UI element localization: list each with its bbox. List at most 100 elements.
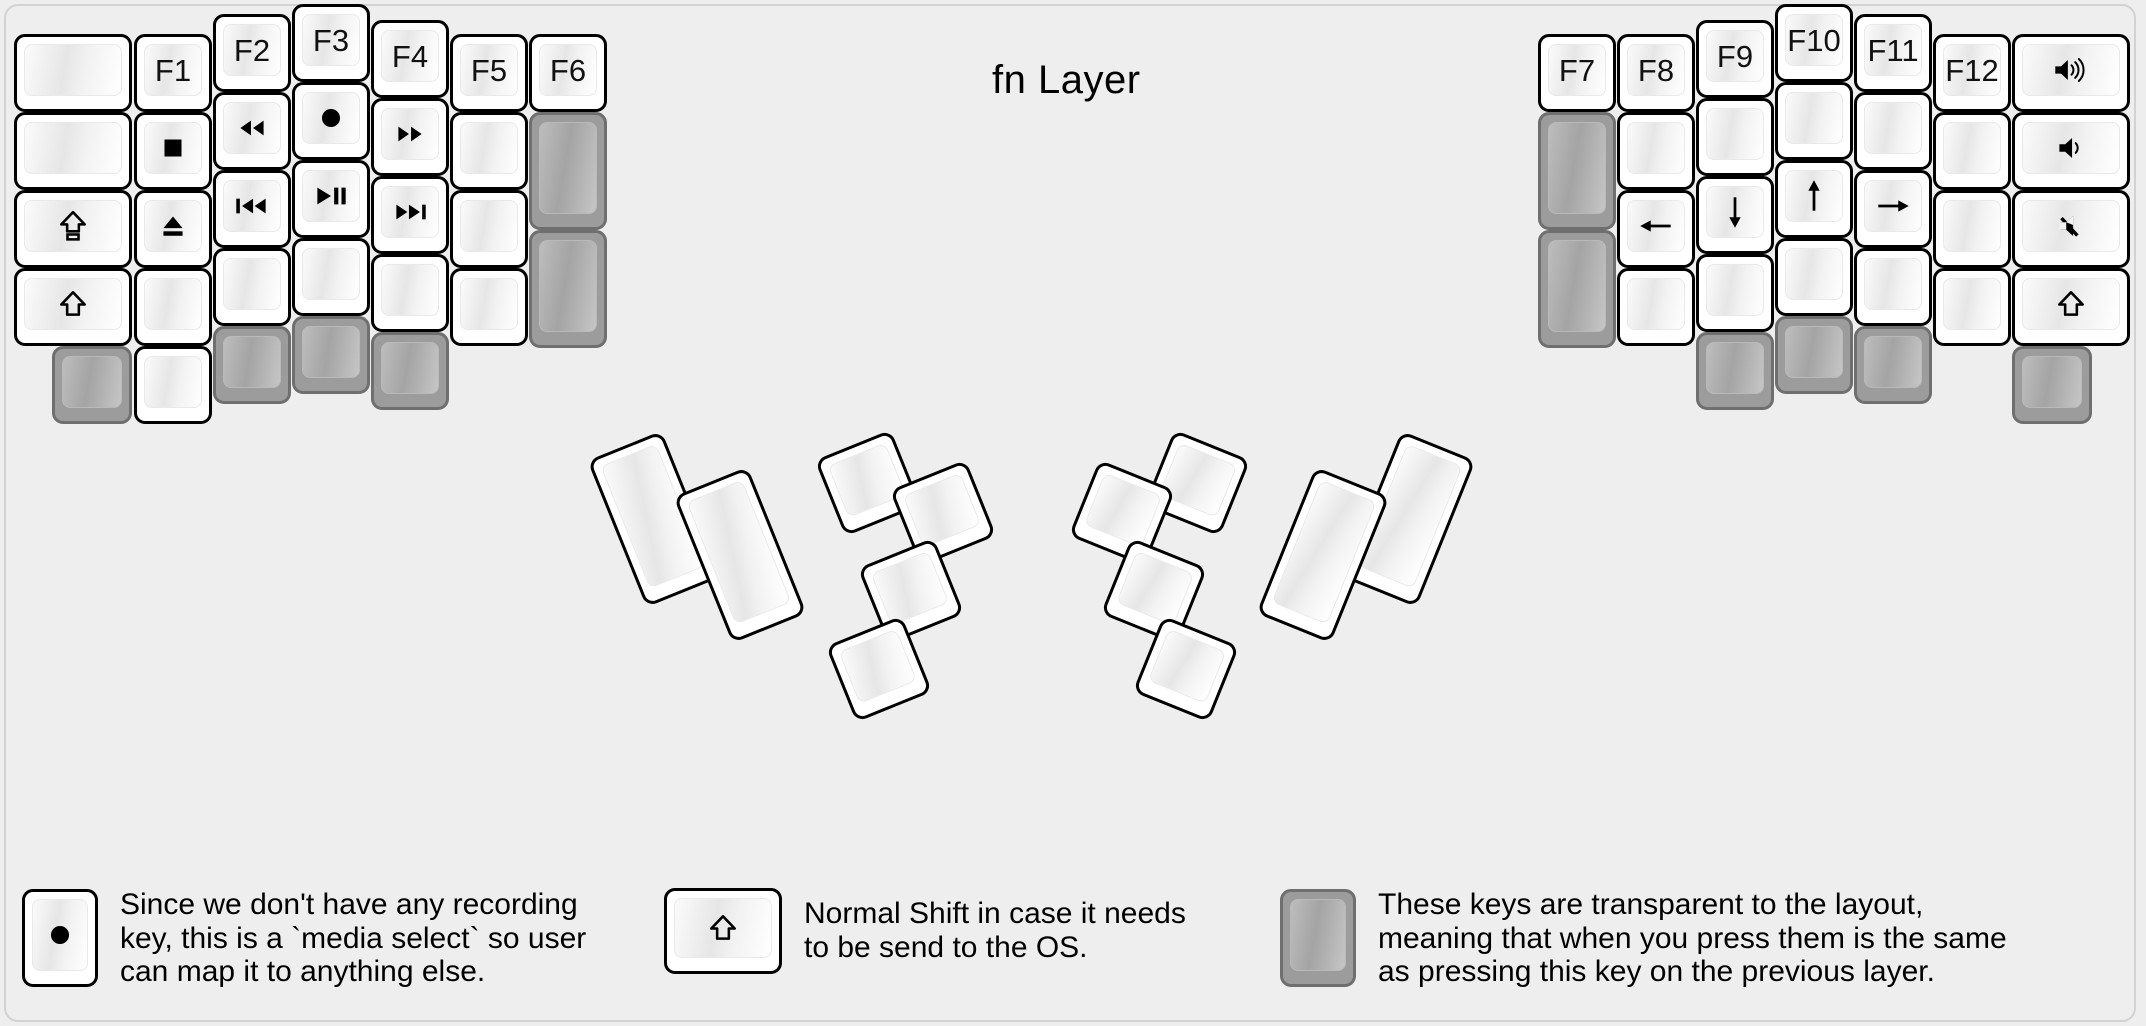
keycap-surface <box>1627 200 1685 252</box>
key-left-c1-r1[interactable] <box>134 112 212 190</box>
keycap-surface: F1 <box>144 44 202 96</box>
key-left-c2-r3[interactable] <box>213 248 291 326</box>
key-left-c4-r0[interactable]: F4 <box>371 20 449 98</box>
keycap-surface <box>1083 472 1163 548</box>
keycap-surface <box>1706 264 1764 316</box>
key-left-c5-r3[interactable] <box>450 268 528 346</box>
key-right-c4-r3[interactable] <box>1854 248 1932 326</box>
key-right-c2-r1[interactable] <box>1696 98 1774 176</box>
keycap-surface <box>1627 278 1685 330</box>
key-left-c6-r1-transparent[interactable] <box>529 112 607 230</box>
keycap-label <box>872 552 948 625</box>
key-left-c2-r4[interactable] <box>213 326 291 404</box>
key-right-c5-r2[interactable] <box>1933 190 2011 268</box>
key-left-c4-r4[interactable] <box>371 332 449 410</box>
key-left-c6-r0[interactable]: F6 <box>529 34 607 112</box>
key-right-c6-r4-transparent[interactable] <box>2012 346 2092 424</box>
key-left-c5-r2[interactable] <box>450 190 528 268</box>
legend-media-select-text: Since we don't have any recording key, t… <box>120 888 587 989</box>
keycap-label <box>1549 123 1605 213</box>
key-right-c5-r3[interactable] <box>1933 268 2011 346</box>
key-right-c5-r1[interactable] <box>1933 112 2011 190</box>
keycap-surface <box>223 258 281 310</box>
keycap-surface <box>870 550 950 626</box>
keycap-label <box>1628 123 1684 173</box>
key-right-c6-r0[interactable] <box>2012 34 2130 112</box>
keycap-surface <box>1706 186 1764 238</box>
key-left-c0-r2[interactable] <box>14 190 132 268</box>
keycap-surface <box>674 898 772 958</box>
key-right-c6-r2[interactable] <box>2012 190 2130 268</box>
keycap-label <box>1786 327 1842 377</box>
key-left-c0-r1[interactable] <box>14 112 132 190</box>
key-right-c5-r0[interactable]: F12 <box>1933 34 2011 112</box>
key-left-c1-r3[interactable] <box>134 268 212 346</box>
key-left-c3-r0[interactable]: F3 <box>292 4 370 82</box>
key-right-c3-r4[interactable] <box>1775 316 1853 394</box>
keycap-surface: F5 <box>460 44 518 96</box>
key-right-c4-r4[interactable] <box>1854 326 1932 404</box>
key-right-c0-r2-transparent[interactable] <box>1538 230 1616 348</box>
keycap-surface <box>302 170 360 222</box>
keycap-surface <box>2022 122 2120 174</box>
key-right-c2-r3[interactable] <box>1696 254 1774 332</box>
key-right-c1-r3[interactable] <box>1617 268 1695 346</box>
keycap-label <box>829 444 905 517</box>
key-right-c1-r2[interactable] <box>1617 190 1695 268</box>
key-right-c3-r0[interactable]: F10 <box>1775 4 1853 82</box>
key-right-c4-r0[interactable]: F11 <box>1854 14 1932 92</box>
key-right-c2-r4[interactable] <box>1696 332 1774 410</box>
keycap-label <box>224 337 280 387</box>
key-left-c3-r4[interactable] <box>292 316 370 394</box>
key-left-c0-r3[interactable] <box>14 268 132 346</box>
keycap-surface <box>24 44 122 96</box>
key-right-c3-r2[interactable] <box>1775 160 1853 238</box>
key-left-c1-r2[interactable] <box>134 190 212 268</box>
key-right-c3-r1[interactable] <box>1775 82 1853 160</box>
key-left-c1-r4[interactable] <box>134 346 212 424</box>
arrow-up-icon <box>1786 171 1842 221</box>
key-right-c4-r1[interactable] <box>1854 92 1932 170</box>
legend-media-select: Since we don't have any recording key, t… <box>22 888 586 989</box>
key-left-c6-r2-transparent[interactable] <box>529 230 607 348</box>
key-right-c6-r1[interactable] <box>2012 112 2130 190</box>
keycap-surface <box>381 264 439 316</box>
key-left-c5-r0[interactable]: F5 <box>450 34 528 112</box>
key-right-c2-r2[interactable] <box>1696 176 1774 254</box>
volume-mute-icon <box>2023 201 2119 251</box>
key-left-c3-r3[interactable] <box>292 238 370 316</box>
key-right-c4-r2[interactable] <box>1854 170 1932 248</box>
key-right-c0-r1-transparent[interactable] <box>1538 112 1616 230</box>
keycap-surface <box>32 899 88 972</box>
key-right-c1-r0[interactable]: F8 <box>1617 34 1695 112</box>
key-right-c0-r0[interactable]: F7 <box>1538 34 1616 112</box>
keycap-surface <box>2022 200 2120 252</box>
keycap-label <box>224 259 280 309</box>
key-left-c0-r0[interactable] <box>14 34 132 112</box>
key-left-c2-r2[interactable] <box>213 170 291 248</box>
key-right-c3-r3[interactable] <box>1775 238 1853 316</box>
key-right-c1-r1[interactable] <box>1617 112 1695 190</box>
key-left-c0-r4-transparent[interactable] <box>52 346 132 424</box>
key-left-c5-r1[interactable] <box>450 112 528 190</box>
keycap-surface <box>1290 899 1346 972</box>
legend-normal-shift-text: Normal Shift in case it needs to be send… <box>804 897 1186 964</box>
key-right-c2-r0[interactable]: F9 <box>1696 20 1774 98</box>
keycap-label <box>461 201 517 251</box>
key-left-c3-r1[interactable] <box>292 82 370 160</box>
key-right-c6-r3[interactable] <box>2012 268 2130 346</box>
keycap-surface <box>302 92 360 144</box>
key-left-c4-r3[interactable] <box>371 254 449 332</box>
keycap-label <box>145 279 201 329</box>
keycap-label <box>145 357 201 407</box>
keycap-surface <box>1147 628 1227 704</box>
key-left-c2-r0[interactable]: F2 <box>213 14 291 92</box>
keycap-surface <box>1115 550 1195 626</box>
key-left-c1-r0[interactable]: F1 <box>134 34 212 112</box>
key-left-c4-r2[interactable] <box>371 176 449 254</box>
key-left-c3-r2[interactable] <box>292 160 370 238</box>
key-left-c2-r1[interactable] <box>213 92 291 170</box>
key-left-c4-r1[interactable] <box>371 98 449 176</box>
media-eject-icon <box>145 201 201 251</box>
keycap-surface <box>1864 180 1922 232</box>
